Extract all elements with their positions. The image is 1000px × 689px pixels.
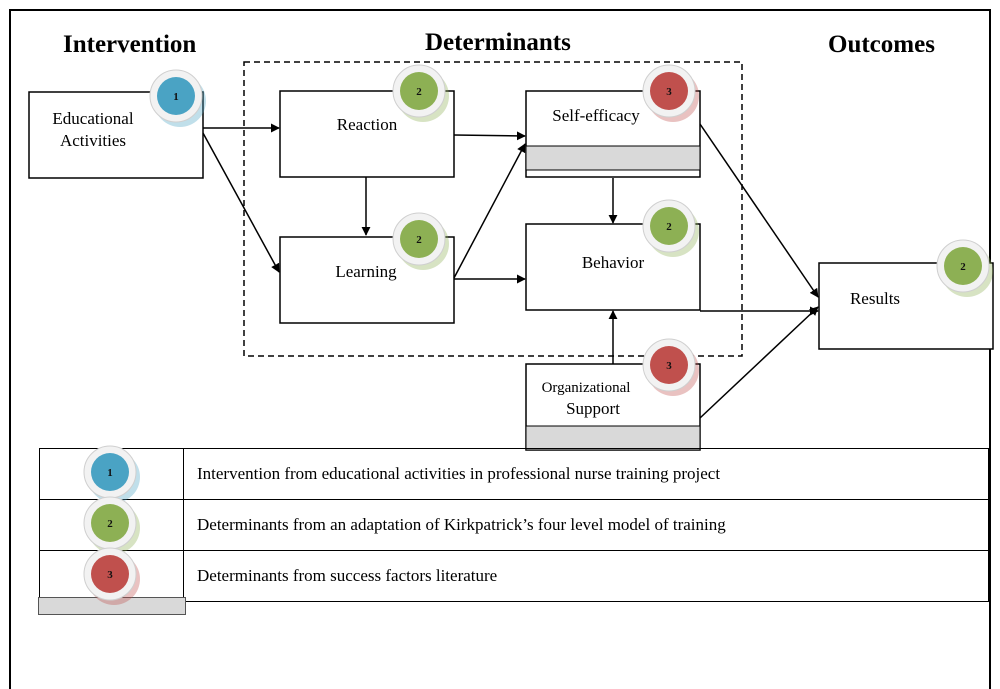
org-support-label-2: Support bbox=[566, 399, 620, 418]
badge-self-efficacy: 3 bbox=[642, 64, 699, 122]
arrow-selfefficacy-results bbox=[699, 123, 819, 298]
determinants-boundary bbox=[243, 61, 743, 357]
header-determinants: Determinants bbox=[425, 29, 571, 56]
results-label: Results bbox=[850, 289, 900, 308]
org-support-label-1: Organizational bbox=[542, 380, 631, 396]
badge-number: 2 bbox=[416, 234, 422, 246]
badge-results: 2 bbox=[936, 239, 993, 297]
badge-educational: 1 bbox=[149, 69, 206, 127]
legend-row: 2 Determinants from an adaptation of Kirk… bbox=[39, 496, 989, 554]
org-support-bar bbox=[525, 425, 701, 451]
legend-text: Determinants from an adaptation of Kirkp… bbox=[183, 499, 989, 551]
self-efficacy-bar bbox=[525, 145, 701, 171]
badge-number: 2 bbox=[960, 261, 966, 273]
badge-number: 2 bbox=[416, 86, 422, 98]
badge-learning: 2 bbox=[392, 212, 449, 270]
self-efficacy-label: Self-efficacy bbox=[552, 106, 640, 125]
learning-label: Learning bbox=[335, 262, 397, 281]
legend-text: Intervention from educational activities… bbox=[183, 448, 989, 500]
badge-behavior: 2 bbox=[642, 199, 699, 257]
badge-number: 1 bbox=[173, 91, 179, 103]
arrow-reaction-selfefficacy bbox=[453, 131, 526, 141]
legend-badge-1: 1 bbox=[83, 445, 140, 503]
legend-badge-2: 2 bbox=[83, 496, 140, 554]
arrow-orgsupport-results bbox=[699, 306, 819, 419]
header-outcomes: Outcomes bbox=[828, 31, 935, 58]
badge-number: 3 bbox=[107, 569, 113, 581]
header-intervention: Intervention bbox=[63, 31, 196, 58]
legend-row: 3 Determinants from success factors liter… bbox=[38, 547, 989, 615]
badge-org-support: 3 bbox=[642, 338, 699, 396]
legend-text: Determinants from success factors litera… bbox=[183, 550, 989, 602]
badge-number: 2 bbox=[107, 518, 113, 530]
legend-badge-3: 3 bbox=[83, 547, 140, 605]
arrow-edu-learning bbox=[202, 132, 280, 273]
badge-reaction: 2 bbox=[392, 64, 449, 122]
legend-swatch: 3 bbox=[38, 547, 186, 615]
legend-swatch: 1 bbox=[39, 445, 184, 503]
behavior-label: Behavior bbox=[582, 253, 645, 272]
badge-number: 3 bbox=[666, 360, 672, 372]
educational-label-2: Activities bbox=[60, 131, 126, 150]
legend-table: 1 Intervention from educational activitie… bbox=[38, 445, 989, 615]
badge-number: 2 bbox=[666, 221, 672, 233]
legend-swatch: 2 bbox=[39, 496, 184, 554]
legend-row: 1 Intervention from educational activitie… bbox=[39, 445, 989, 503]
badge-number: 1 bbox=[107, 467, 113, 479]
arrow-learning-selfefficacy bbox=[453, 143, 526, 279]
reaction-label: Reaction bbox=[337, 115, 398, 134]
reaction-box bbox=[279, 90, 455, 178]
educational-label-1: Educational bbox=[52, 109, 133, 128]
badge-number: 3 bbox=[666, 86, 672, 98]
